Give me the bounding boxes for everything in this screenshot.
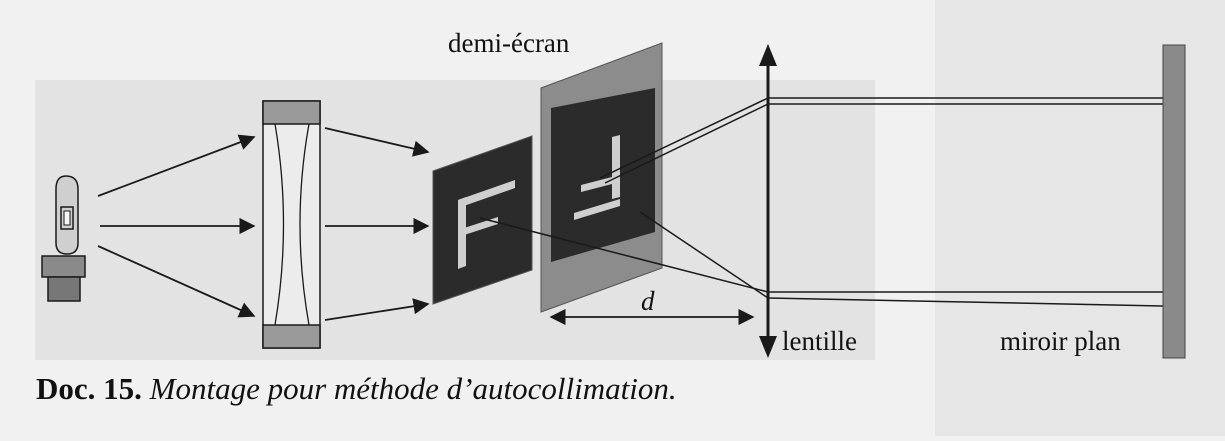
object-slide — [432, 135, 533, 305]
condenser-rays — [324, 127, 430, 321]
mirror-label: miroir plan — [1000, 326, 1121, 356]
incident-rays — [97, 134, 256, 318]
figure-caption: Doc. 15. Montage pour méthode d’autocoll… — [36, 371, 677, 407]
inverted-image — [574, 135, 620, 220]
distance-label: d — [641, 286, 655, 316]
lens-label: lentille — [782, 326, 857, 356]
reflected-rays — [479, 97, 1164, 307]
caption-text: Montage pour méthode d’autocollimation. — [149, 371, 677, 406]
lamp-icon — [41, 175, 86, 302]
image-panel — [551, 88, 655, 262]
converging-lens — [759, 44, 777, 358]
object-letter — [458, 180, 515, 269]
half-screen-label: demi-écran — [448, 28, 570, 58]
plane-mirror — [1162, 44, 1186, 359]
condenser-lens — [262, 100, 321, 349]
caption-number: Doc. 15. — [36, 371, 142, 406]
